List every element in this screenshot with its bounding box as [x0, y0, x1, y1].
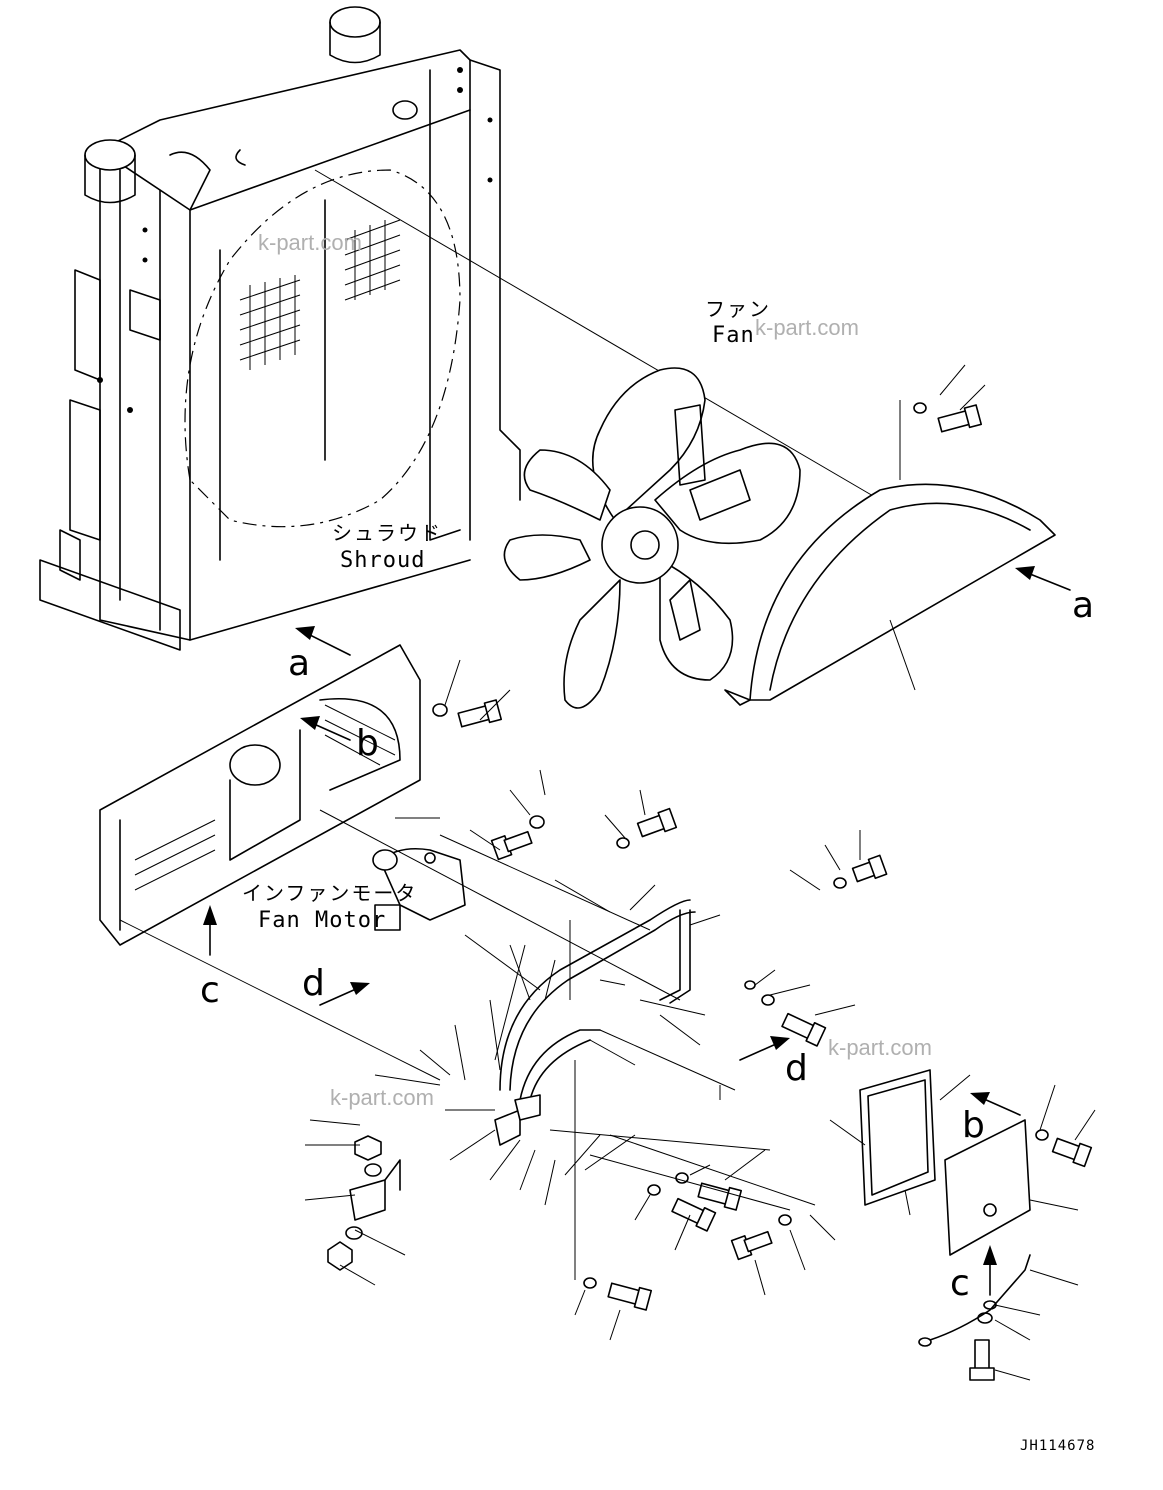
view-marker-d-left: d [302, 963, 325, 1004]
watermark-3: k-part.com [828, 1035, 932, 1060]
watermark-1: k-part.com [258, 230, 362, 255]
radiator-frame-assembly [39, 6, 521, 651]
leader-lines [119, 364, 1096, 1381]
fan-drawing [503, 367, 801, 709]
shroud-label-en: Shroud [340, 548, 425, 573]
fan-motor-drawing [372, 847, 466, 931]
fan-guard [724, 483, 1056, 706]
shroud-label-jp: シュラウド [332, 521, 442, 545]
drawing-code: JH114678 [1020, 1438, 1095, 1454]
view-marker-a-left: a [288, 643, 310, 684]
fan-label-en: Fan [712, 323, 755, 348]
view-marker-b-cover: b [962, 1105, 985, 1146]
fasteners [327, 402, 1093, 1381]
fan-label-jp: ファン [705, 297, 771, 321]
view-marker-c-cover: c [950, 1263, 970, 1304]
cover-plate [859, 1069, 1031, 1347]
fan-motor-label-en: Fan Motor [258, 908, 386, 933]
view-arrows [203, 566, 1071, 1296]
watermark-2: k-part.com [755, 315, 859, 340]
view-marker-a-right: a [1072, 585, 1094, 626]
view-marker-d-right: d [785, 1048, 808, 1089]
watermark-4: k-part.com [330, 1085, 434, 1110]
view-marker-b-panel: b [356, 723, 379, 764]
motor-bracket-panel [99, 644, 421, 946]
hose-tubes [494, 899, 696, 1146]
fan-motor-label-jp: インファンモータ [242, 881, 417, 905]
view-marker-c-panel: c [200, 970, 220, 1011]
